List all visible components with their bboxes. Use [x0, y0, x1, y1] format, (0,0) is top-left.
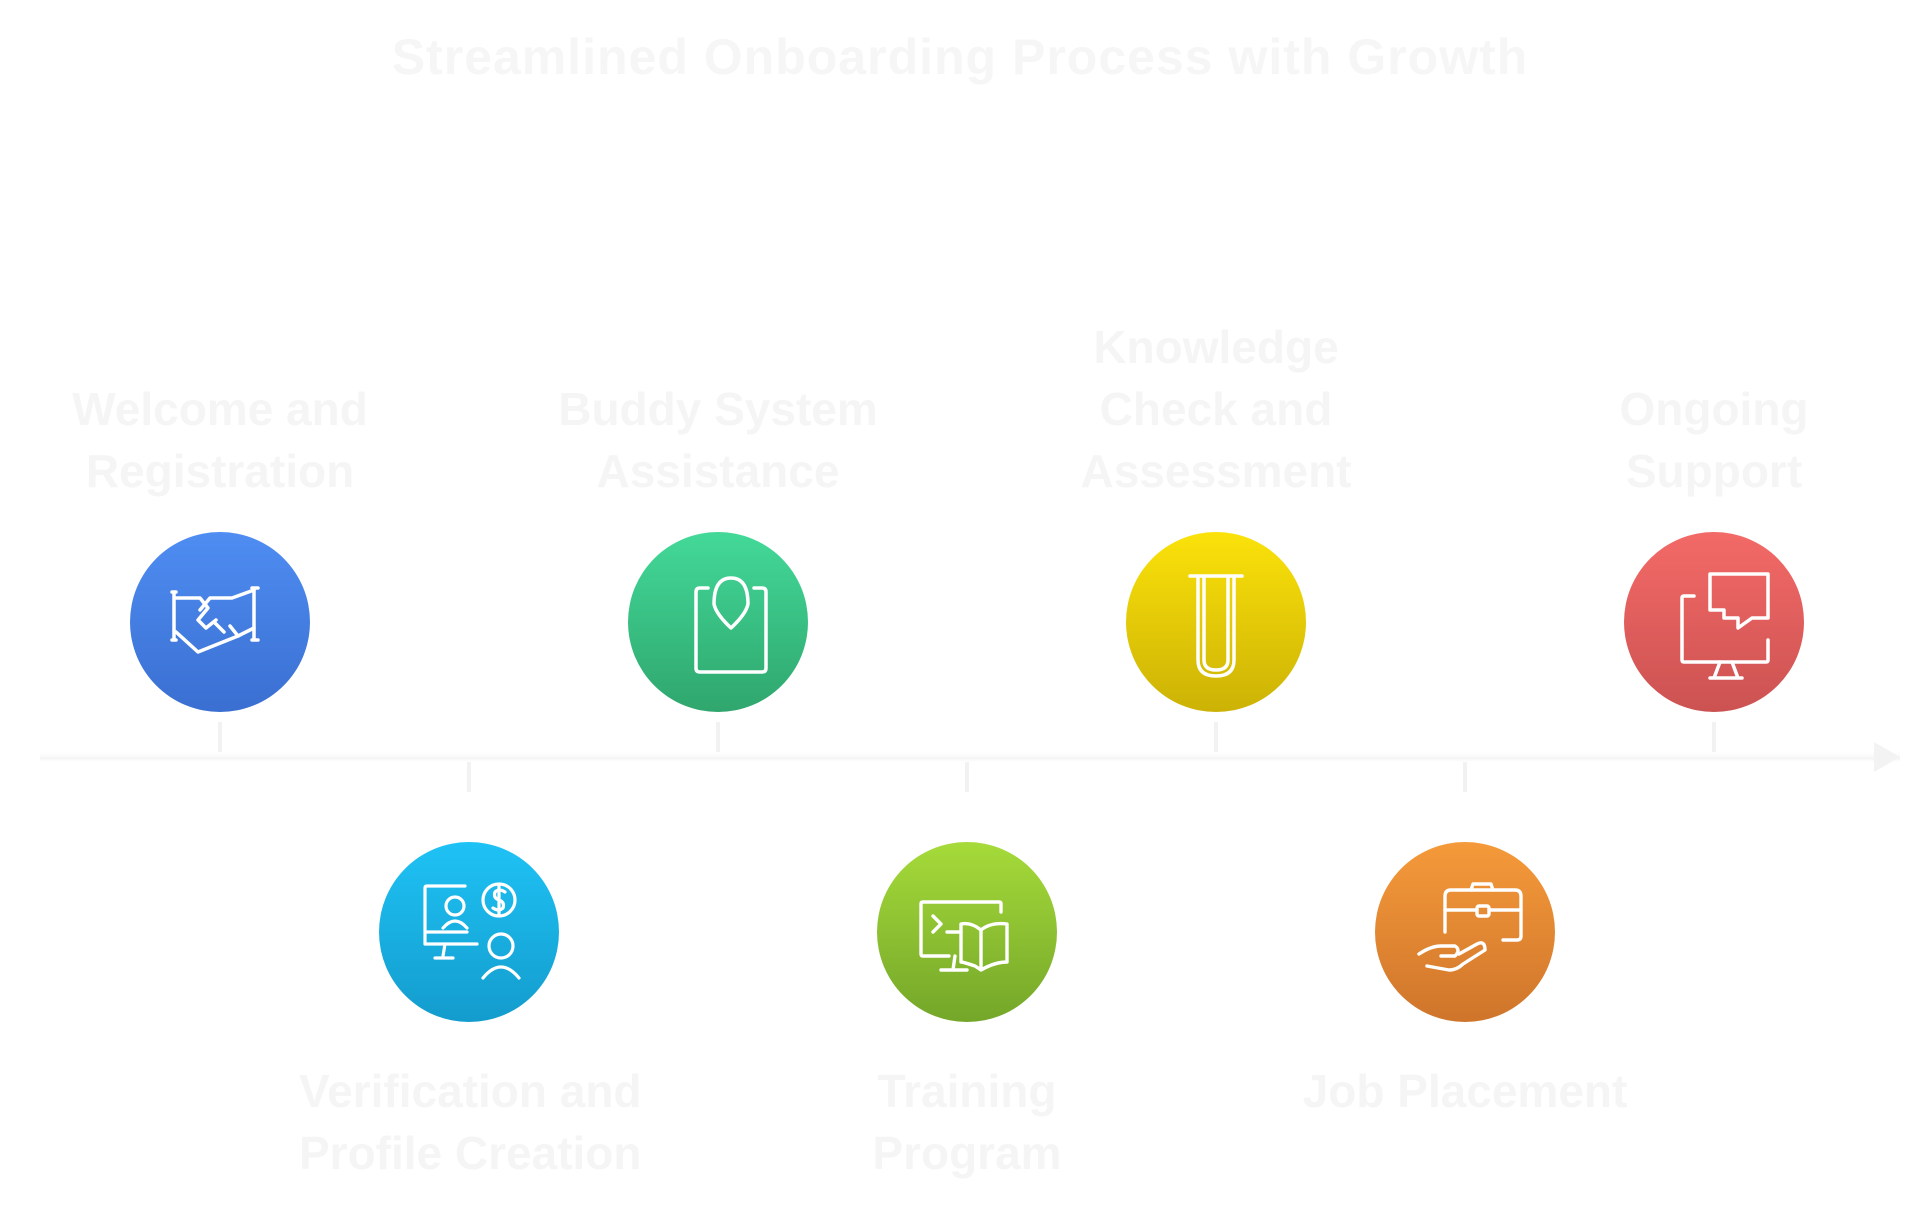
connector-support — [1712, 722, 1716, 752]
step-job — [1375, 842, 1555, 1022]
connector-verification — [467, 762, 471, 792]
step-verification — [379, 842, 559, 1022]
connector-training — [965, 762, 969, 792]
timeline-arrowhead — [1874, 742, 1900, 772]
connector-buddy — [716, 722, 720, 752]
step-circle-verification — [379, 842, 559, 1022]
connector-job — [1463, 762, 1467, 792]
step-buddy — [628, 532, 808, 712]
step-training — [877, 842, 1057, 1022]
step-circle-support — [1624, 532, 1804, 712]
step-circle-welcome — [130, 532, 310, 712]
step-circle-buddy — [628, 532, 808, 712]
location-pin-icon — [694, 576, 768, 674]
step-welcome — [130, 532, 310, 712]
test-tube-icon — [1188, 574, 1244, 678]
connector-welcome — [218, 722, 222, 752]
timeline-bar — [40, 752, 1900, 762]
monitor-chat-icon — [1680, 572, 1770, 680]
computer-book-icon — [919, 900, 1009, 972]
diagram-title: Streamlined Onboarding Process with Grow… — [391, 29, 1529, 85]
step-knowledge — [1126, 532, 1306, 712]
users-finance-icon — [423, 882, 521, 980]
connector-knowledge — [1214, 722, 1218, 752]
step-circle-knowledge — [1126, 532, 1306, 712]
step-circle-job — [1375, 842, 1555, 1022]
step-circle-training — [877, 842, 1057, 1022]
briefcase-hand-icon — [1417, 882, 1523, 972]
step-label-job: Job Placement — [1302, 1065, 1628, 1117]
step-support — [1624, 532, 1804, 712]
handshake-icon — [170, 586, 260, 654]
